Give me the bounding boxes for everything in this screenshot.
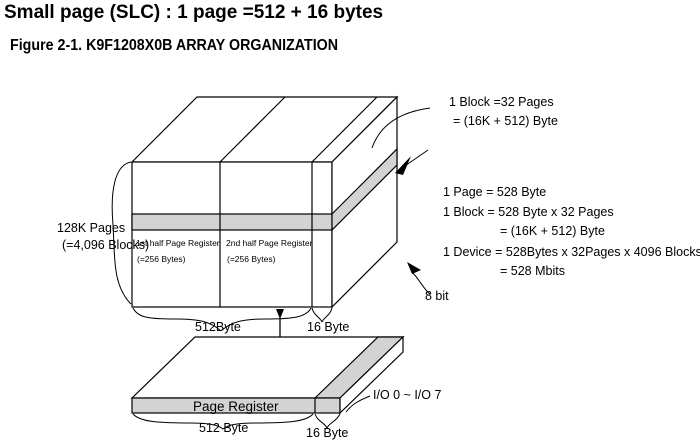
io-label: I/O 0 ~ I/O 7 (373, 388, 441, 402)
pages-count-label: 128K Pages (57, 221, 125, 235)
page-band-side (331, 147, 398, 232)
block-note-line1: 1 Block =32 Pages (449, 95, 554, 109)
block-note-line2: = (16K + 512) Byte (453, 114, 558, 128)
memory-array-cube (130, 95, 399, 309)
reg-spare-brace (314, 413, 341, 430)
block-arrow-shaft (401, 149, 429, 169)
spec-page: 1 Page = 528 Byte (443, 185, 546, 199)
first-half-register-size: (=256 Bytes) (137, 254, 186, 264)
spec-block: 1 Block = 528 Byte x 32 Pages (443, 205, 614, 219)
io-leader (345, 395, 371, 413)
cube-front-face (131, 161, 333, 308)
page-title: Small page (SLC) : 1 page =512 + 16 byte… (4, 2, 384, 23)
spec-device-total: = 528 Mbits (500, 264, 565, 278)
main-area-brace (132, 307, 221, 331)
main-area-size-label: 512Byte (195, 320, 241, 334)
spare-area-size-label: 16 Byte (307, 320, 349, 334)
reg-main-size-label: 512 Byte (199, 421, 248, 435)
spare-area-brace (311, 307, 333, 323)
main-area-brace-right (221, 307, 312, 331)
second-half-register-label: 2nd half Page Register (226, 238, 313, 248)
second-half-register-size: (=256 Bytes) (227, 254, 276, 264)
first-half-register-label: 1st half Page Register (136, 238, 220, 248)
spec-block-total: = (16K + 512) Byte (500, 224, 605, 238)
depth-brace (411, 271, 431, 295)
page-register-label: Page Register (193, 399, 279, 414)
blocks-count-label: (=4,096 Blocks) (62, 238, 149, 252)
bit-width-label: 8 bit (425, 289, 449, 303)
page-register-slab (130, 335, 405, 415)
block-note-brace (371, 107, 431, 149)
figure-caption: Figure 2-1. K9F1208X0B ARRAY ORGANIZATIO… (10, 37, 339, 54)
cube-top-divider (219, 96, 286, 163)
reg-main-brace (132, 413, 314, 430)
page-band-front (131, 213, 333, 231)
pages-brace (111, 161, 132, 305)
register-side-face (339, 335, 404, 415)
cube-top-spare-divider (311, 96, 378, 163)
spec-device: 1 Device = 528Bytes x 32Pages x 4096 Blo… (443, 245, 700, 259)
cube-side-face (331, 95, 398, 309)
reg-spare-size-label: 16 Byte (306, 426, 348, 440)
depth-arrow-icon (407, 262, 421, 274)
block-arrow-icon (395, 156, 411, 175)
